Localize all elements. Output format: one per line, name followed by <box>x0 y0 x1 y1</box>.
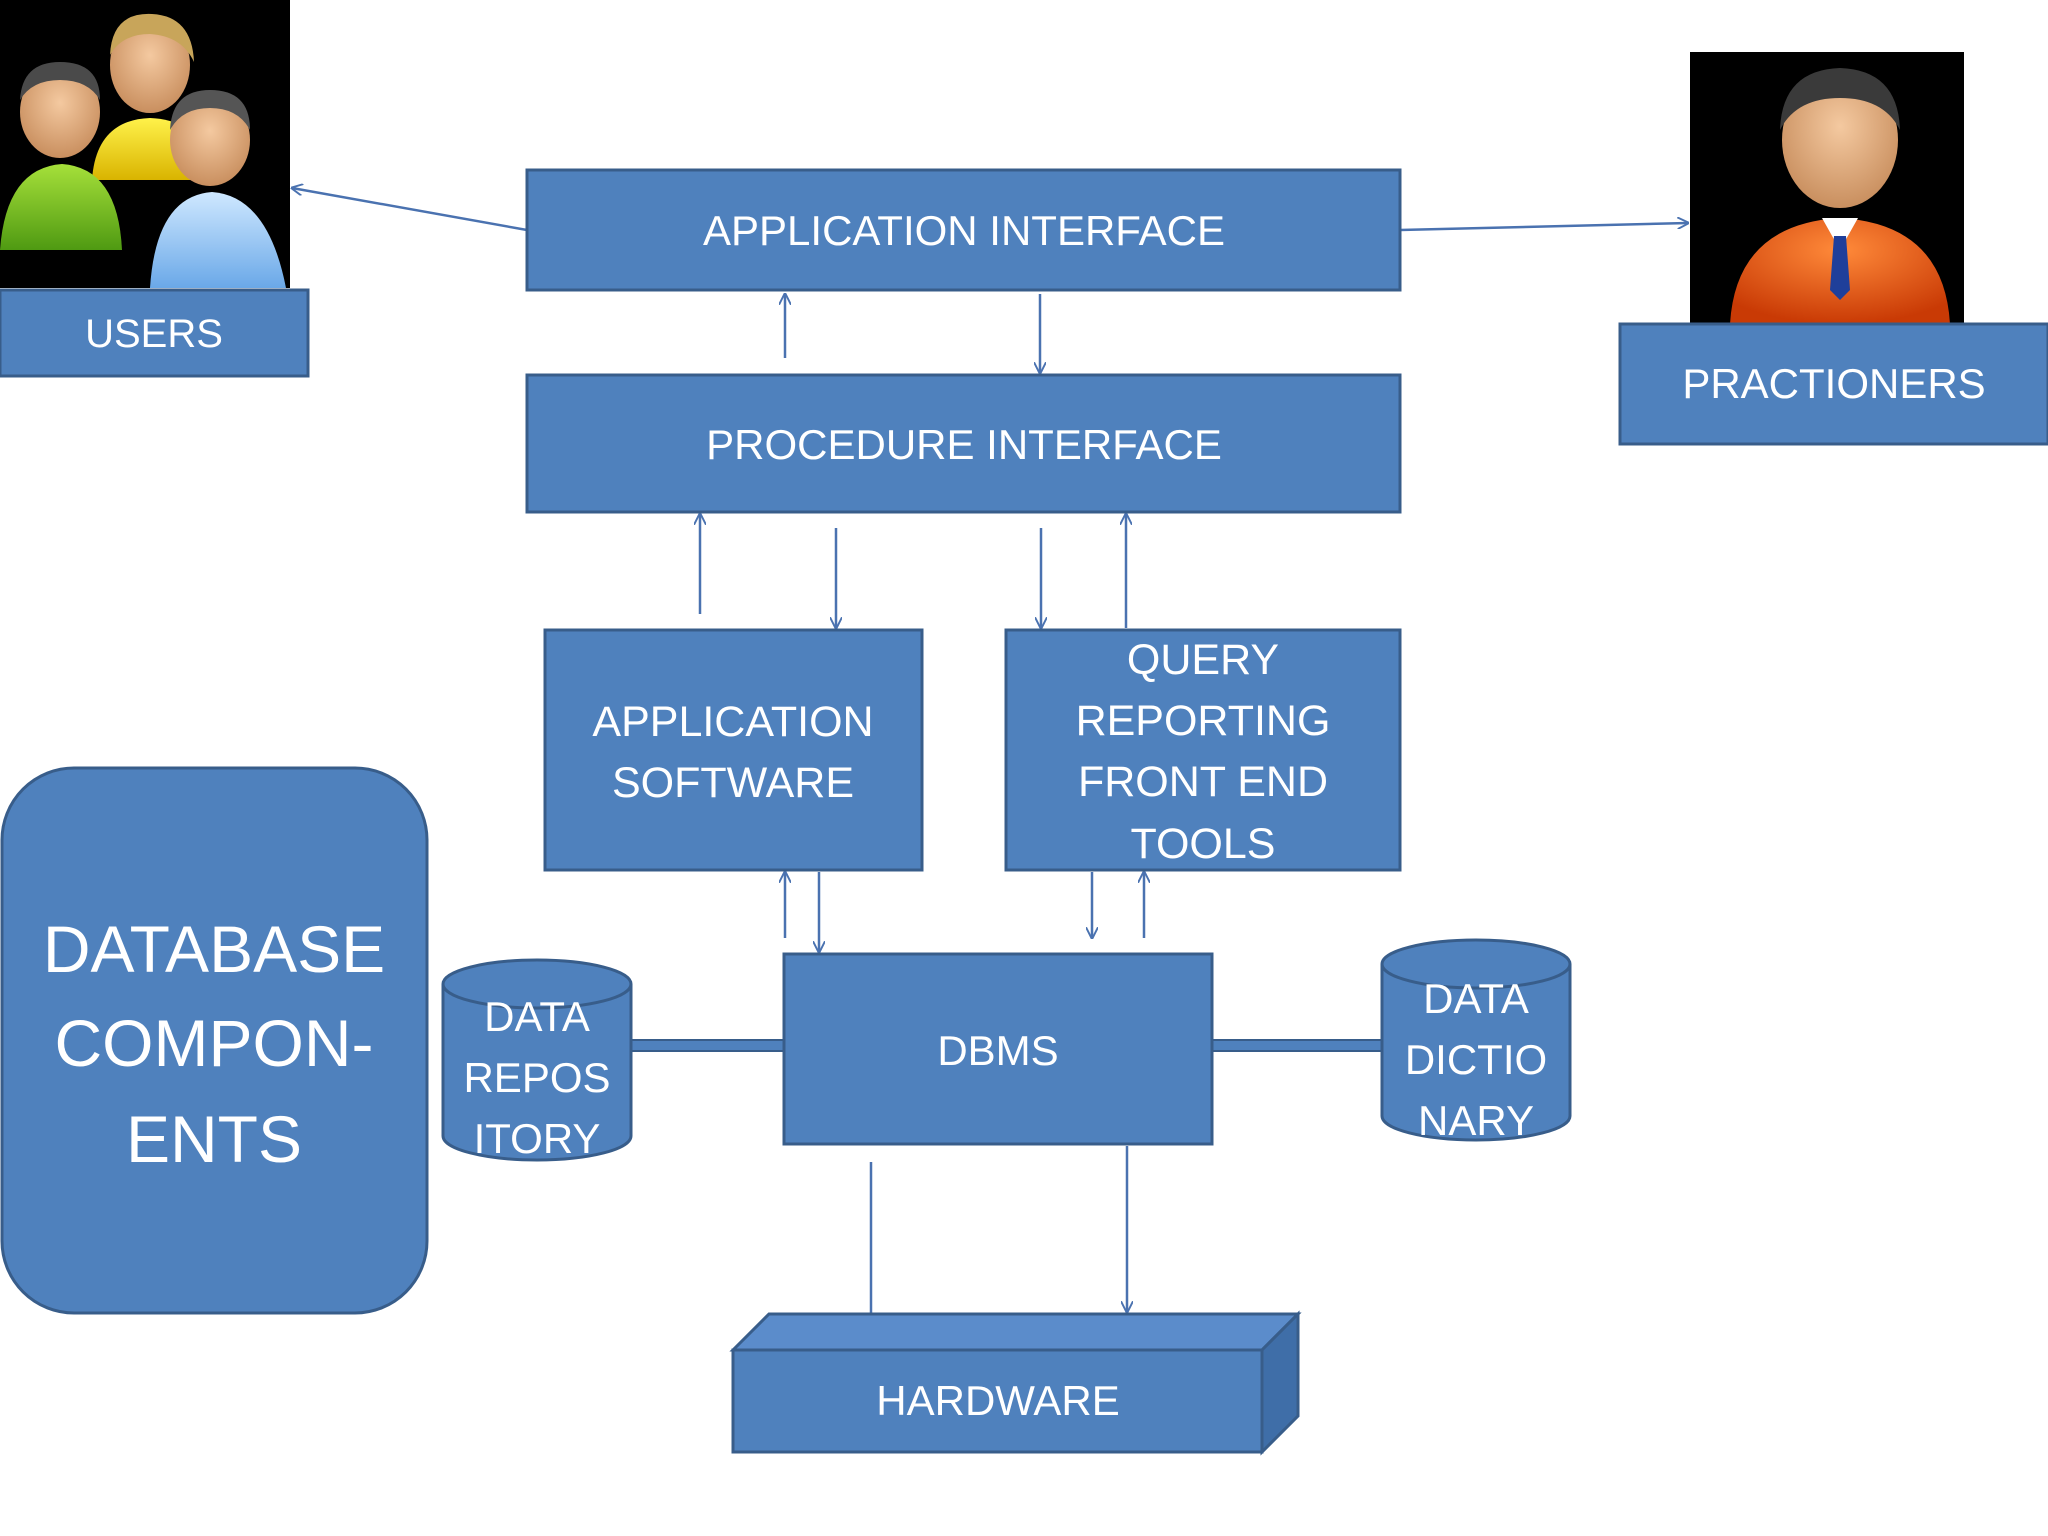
data-repository-label-line3: ITORY <box>474 1115 601 1162</box>
title-line1: DATABASE <box>43 912 385 986</box>
users-label: USERS <box>85 312 223 356</box>
title-line2: COMPON- <box>55 1006 374 1080</box>
query-tools-label-line4: TOOLS <box>1131 820 1276 868</box>
query-tools-label-line2: REPORTING <box>1076 697 1331 745</box>
database-components-title: DATABASE COMPON- ENTS <box>0 766 429 1315</box>
hardware-label: HARDWARE <box>876 1377 1119 1424</box>
dbms-node: DBMS <box>782 952 1214 1146</box>
query-tools-label-line3: FRONT END <box>1078 758 1328 806</box>
link-dbms-dictionary <box>1211 1039 1383 1052</box>
arrow-app-interface-to-users <box>292 188 528 232</box>
practioners-label: PRACTIONERS <box>1682 360 1985 407</box>
dbms-label: DBMS <box>937 1027 1058 1074</box>
users-group-icon <box>0 0 290 288</box>
data-repository-label-line1: DATA <box>484 993 590 1040</box>
data-repository-label-line2: REPOS <box>463 1054 610 1101</box>
arrow-app-interface-to-practioners <box>1399 223 1688 232</box>
data-repository-node: DATA REPOS ITORY <box>441 958 633 1162</box>
practioners-node: PRACTIONERS <box>1618 322 2048 446</box>
application-software-node: APPLICATION SOFTWARE <box>543 628 924 872</box>
users-node: USERS <box>0 288 310 378</box>
query-tools-node: QUERY REPORTING FRONT END TOOLS <box>1004 628 1402 872</box>
title-line3: ENTS <box>126 1102 302 1176</box>
data-dictionary-node: DATA DICTIO NARY <box>1380 938 1572 1144</box>
data-dictionary-label-line3: NARY <box>1418 1097 1534 1144</box>
link-repository-dbms <box>611 1039 785 1052</box>
procedure-interface-label: PROCEDURE INTERFACE <box>706 421 1222 468</box>
application-software-label-line1: APPLICATION <box>592 698 873 746</box>
hardware-node: HARDWARE <box>729 1310 1302 1456</box>
data-dictionary-label-line1: DATA <box>1423 975 1529 1022</box>
procedure-interface-node: PROCEDURE INTERFACE <box>525 373 1402 514</box>
practitioner-person-icon <box>1690 52 1964 324</box>
application-software-label-line2: SOFTWARE <box>612 759 854 807</box>
application-interface-label: APPLICATION INTERFACE <box>703 207 1225 254</box>
data-dictionary-label-line2: DICTIO <box>1405 1036 1547 1083</box>
application-interface-node: APPLICATION INTERFACE <box>525 168 1402 292</box>
query-tools-label-line1: QUERY <box>1127 636 1279 684</box>
